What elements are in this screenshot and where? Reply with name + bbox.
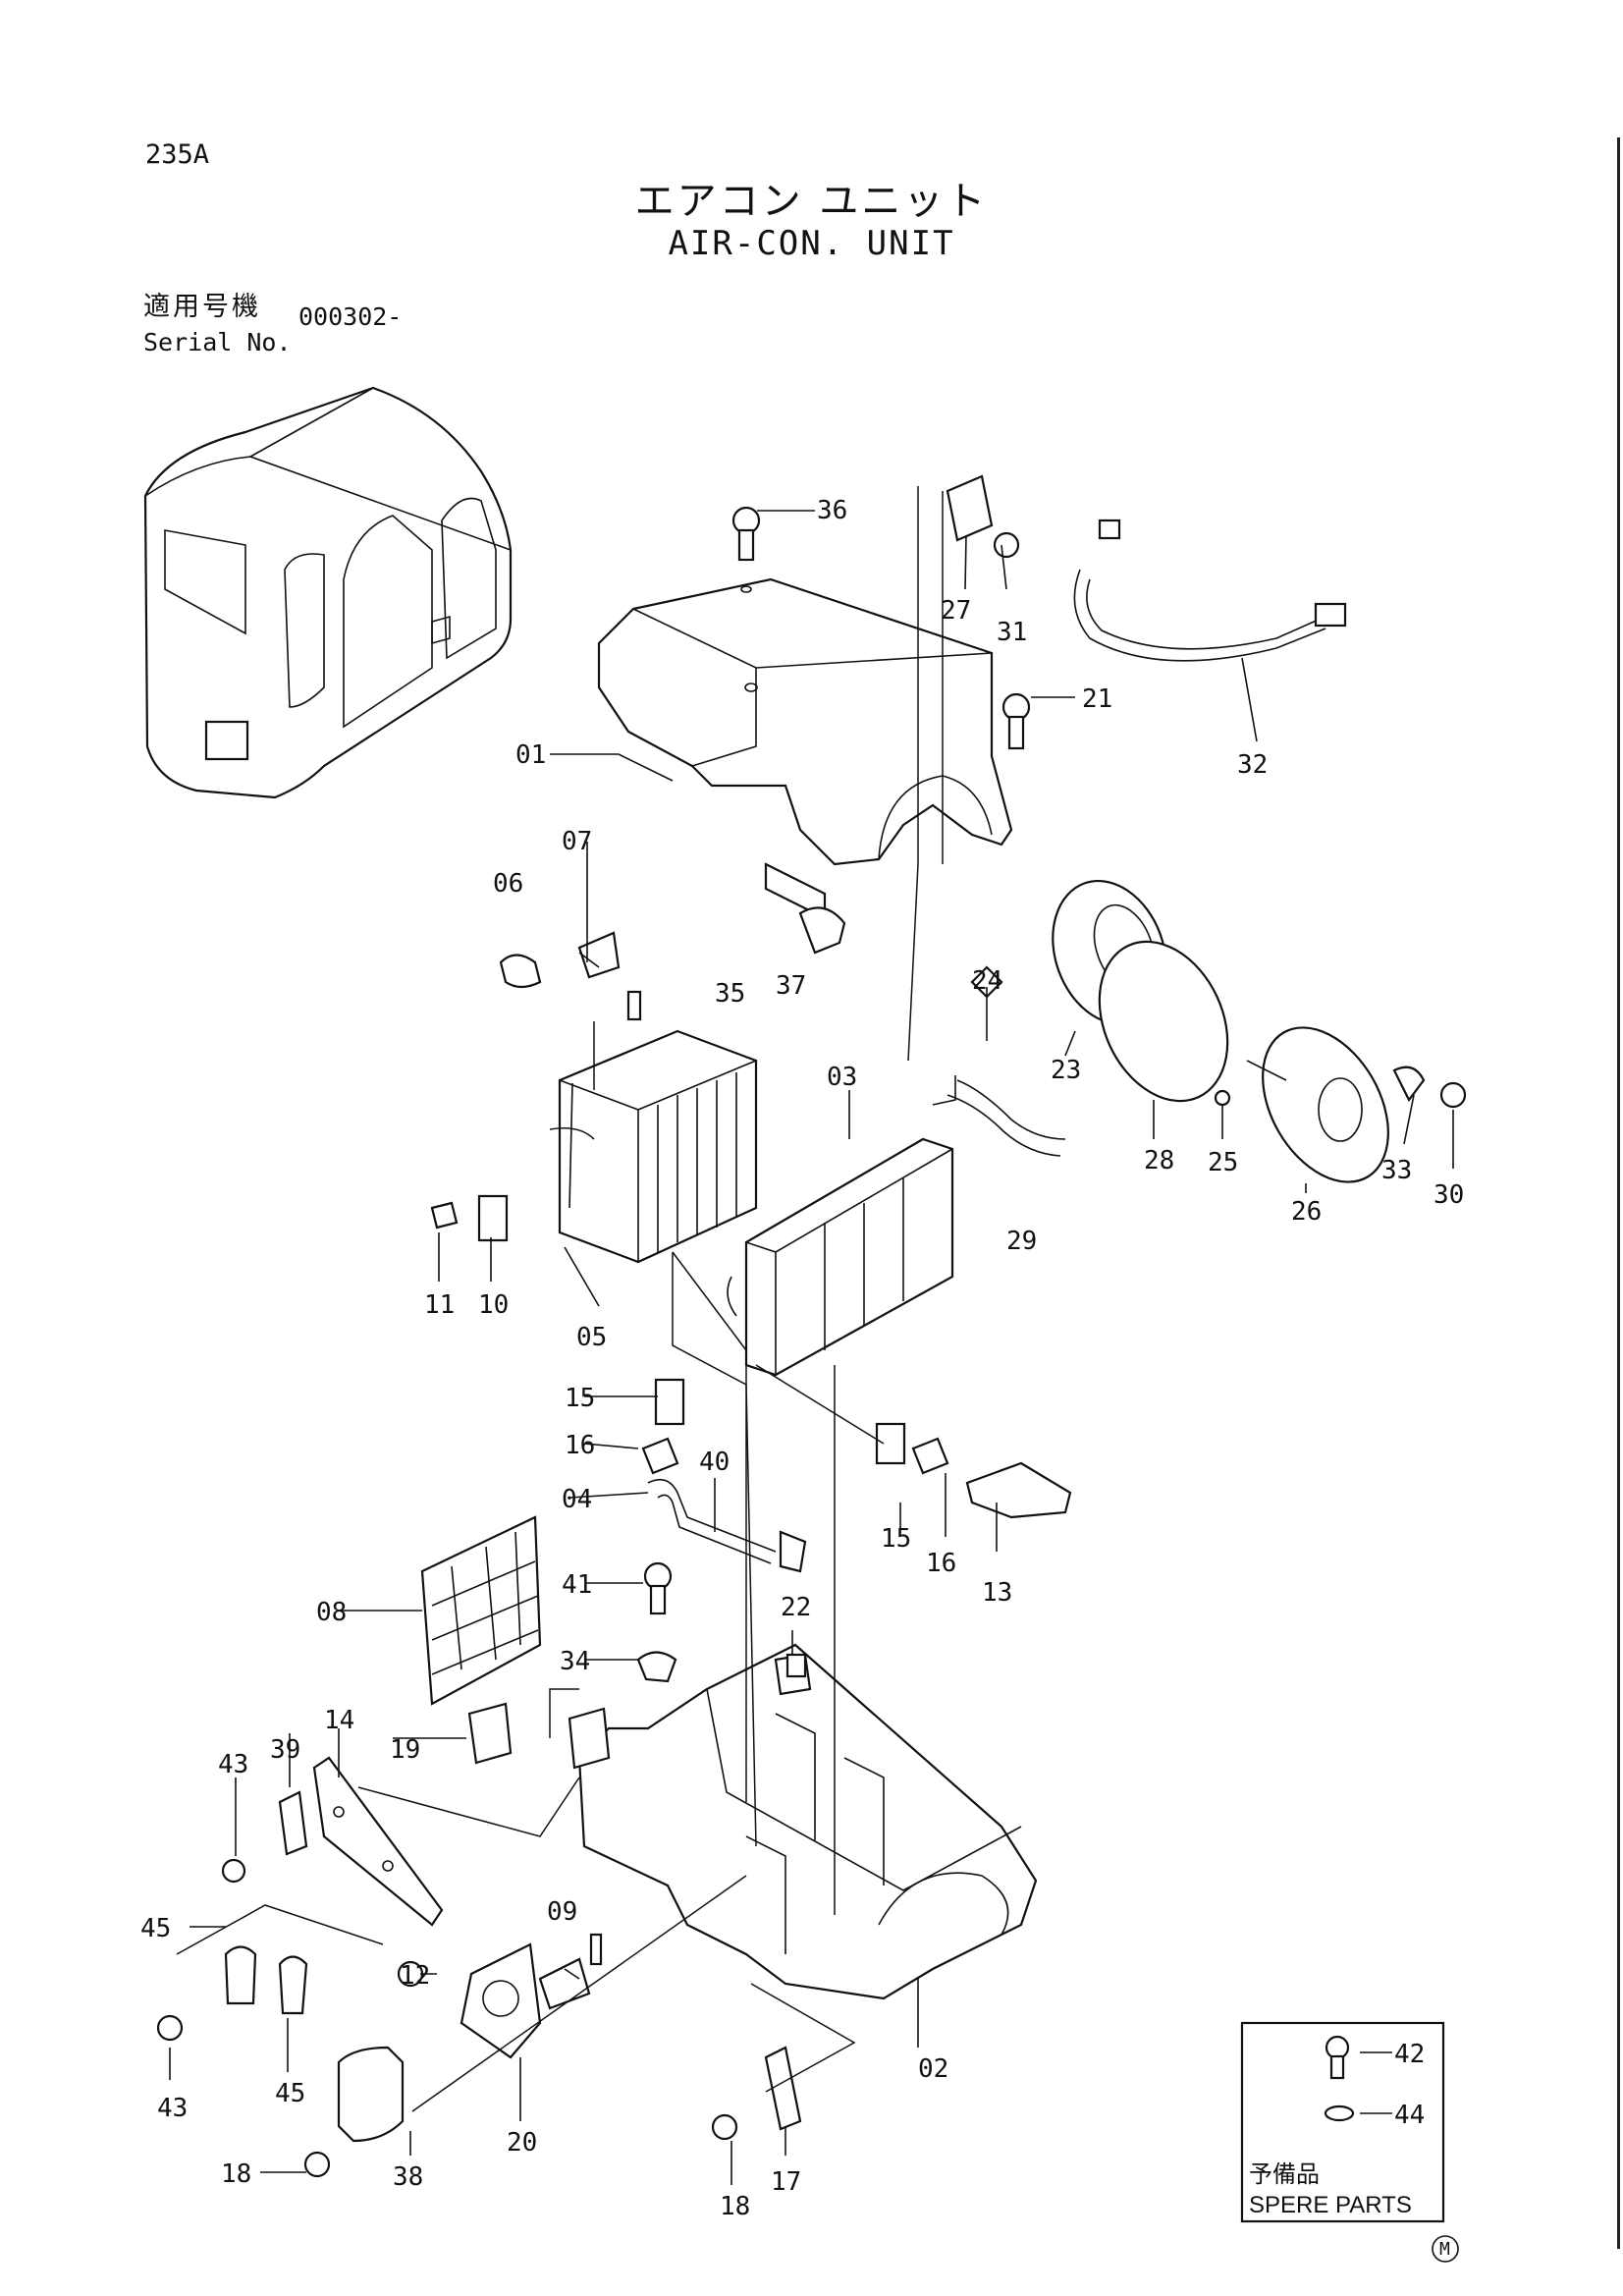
- small-hardware: [156, 506, 1467, 2178]
- callout-31: 31: [997, 618, 1027, 647]
- callout-43a: 43: [218, 1750, 248, 1779]
- callout-25: 25: [1208, 1148, 1238, 1177]
- callout-37: 37: [776, 971, 806, 1001]
- bracket-part-14: [312, 1756, 444, 1927]
- valve-part-13: [965, 1461, 1072, 1519]
- callout-22: 22: [781, 1593, 811, 1622]
- filter-part-08: [420, 1515, 542, 1706]
- callout-04: 04: [562, 1485, 592, 1514]
- callout-44: 44: [1394, 2101, 1425, 2130]
- callout-10: 10: [478, 1290, 509, 1320]
- gasket-part-28: [1098, 940, 1229, 1103]
- spare-parts-label-japanese: 予備品: [1249, 2160, 1320, 2188]
- callout-40: 40: [699, 1448, 730, 1477]
- pipe-part-04: [647, 1478, 777, 1564]
- callout-35: 35: [715, 979, 745, 1009]
- serial-label-english: Serial No.: [143, 328, 292, 356]
- callout-39: 39: [270, 1735, 300, 1765]
- callout-labels: 01 02 03 04 05 06 07 08 09 10 11 12 13 1…: [140, 496, 1464, 2260]
- callout-36: 36: [817, 496, 847, 525]
- callout-02: 02: [918, 2054, 948, 2084]
- assembly-guide-lines: [176, 486, 944, 2112]
- callout-15a: 15: [565, 1384, 595, 1413]
- callout-42: 42: [1394, 2040, 1425, 2069]
- wire-harness-part-32: [1073, 519, 1347, 662]
- callout-34: 34: [560, 1647, 590, 1676]
- callout-05: 05: [576, 1323, 607, 1352]
- callout-11: 11: [424, 1290, 455, 1320]
- callout-07: 07: [562, 827, 592, 856]
- page-edge-line: [1617, 137, 1620, 2249]
- callout-32: 32: [1237, 750, 1268, 780]
- resistor-part-27: [946, 474, 994, 542]
- callout-13: 13: [982, 1578, 1012, 1608]
- heater-core-part-03: [727, 1137, 954, 1377]
- motor-part-26: [1246, 1026, 1389, 1183]
- callout-16b: 16: [926, 1549, 956, 1578]
- upper-case-part-01: [597, 577, 1013, 866]
- callout-29: 29: [1006, 1227, 1037, 1256]
- callout-27: 27: [941, 596, 971, 626]
- serial-label-japanese: 適用号機: [143, 292, 261, 322]
- spare-parts-label-english: SPERE PARTS: [1249, 2192, 1412, 2218]
- callout-19: 19: [390, 1735, 420, 1765]
- callout-33: 33: [1381, 1156, 1412, 1185]
- callout-30: 30: [1434, 1180, 1464, 1210]
- drain-hose-part-29: [947, 1079, 1066, 1157]
- callout-28: 28: [1144, 1146, 1174, 1175]
- callout-45b: 45: [275, 2079, 305, 2108]
- callout-09: 09: [547, 1897, 577, 1927]
- spare-parts-box: [1240, 2021, 1445, 2223]
- plate-part-20: [460, 1942, 542, 2059]
- callout-18b: 18: [720, 2192, 750, 2221]
- aircon-unit-location: [204, 720, 249, 761]
- callout-12: 12: [400, 1961, 430, 1991]
- callout-03: 03: [827, 1063, 857, 1092]
- corner-circle-mark: [1432, 2235, 1459, 2263]
- callout-43b: 43: [157, 2094, 188, 2123]
- callout-16a: 16: [565, 1431, 595, 1460]
- callout-06: 06: [493, 869, 523, 899]
- page-code: 235A: [145, 139, 210, 170]
- callout-01: 01: [515, 740, 546, 770]
- title-japanese: エアコン ユニット: [634, 179, 989, 224]
- callout-20: 20: [507, 2128, 537, 2158]
- callout-23: 23: [1051, 1056, 1081, 1085]
- leader-lines: [169, 510, 1454, 2185]
- serial-number-value: 000302-: [298, 302, 403, 331]
- callout-15b: 15: [881, 1524, 911, 1554]
- callout-38: 38: [393, 2162, 423, 2192]
- callout-14: 14: [324, 1706, 354, 1735]
- cab-illustration: [143, 386, 513, 799]
- callout-45a: 45: [140, 1914, 171, 1943]
- callout-08: 08: [316, 1598, 347, 1627]
- corner-mark-letter: M: [1439, 2239, 1450, 2260]
- callout-24: 24: [972, 966, 1002, 996]
- cover-part-38: [337, 2046, 405, 2143]
- callout-17: 17: [771, 2167, 801, 2197]
- title-english: AIR-CON. UNIT: [668, 224, 955, 263]
- callout-26: 26: [1291, 1197, 1322, 1227]
- callout-41: 41: [562, 1570, 592, 1600]
- evaporator-part-05: [549, 1029, 758, 1264]
- callout-21: 21: [1082, 684, 1112, 714]
- callout-18a: 18: [221, 2159, 251, 2189]
